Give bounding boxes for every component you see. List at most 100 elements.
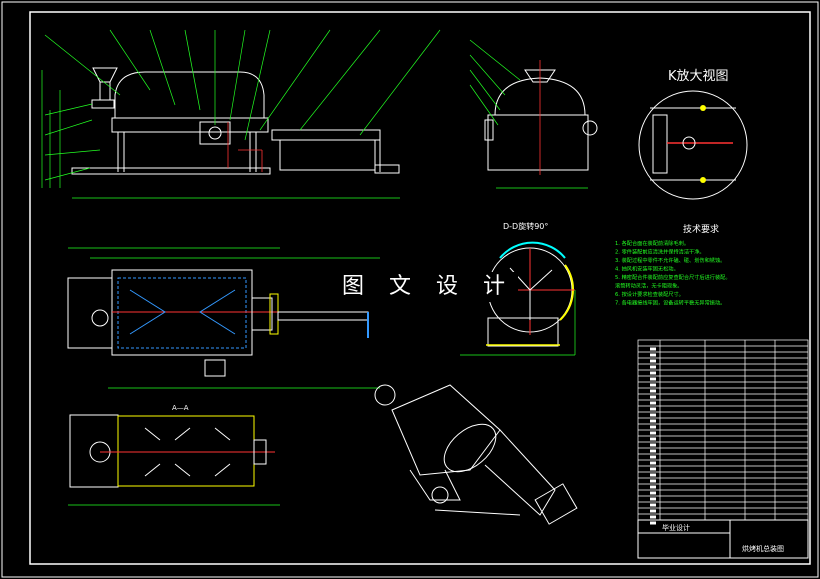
title-block-drawing-name: 烘烤机总装图	[742, 544, 784, 553]
detail-marker-top	[700, 105, 706, 111]
paddle-2	[529, 269, 553, 291]
detail-view-k: K放大视图	[638, 69, 748, 200]
parts-list-mark	[650, 431, 656, 435]
hopper-neck	[99, 81, 111, 101]
iso-motor	[409, 469, 461, 501]
parts-list-mark	[650, 503, 656, 507]
plan-paddle-left	[129, 289, 166, 335]
iso-hopper	[374, 384, 396, 406]
feed-hopper	[92, 67, 118, 83]
motor	[199, 121, 231, 145]
motor-pulley	[208, 126, 222, 140]
detail-marker-bottom	[700, 177, 706, 183]
parts-list-mark	[650, 467, 656, 471]
side-view	[484, 60, 598, 189]
title-block-frame	[637, 519, 809, 559]
parts-list-mark	[650, 401, 656, 405]
watermark: 图 文 设 计	[338, 272, 518, 302]
parts-list-mark	[650, 377, 656, 381]
drum-body	[114, 71, 265, 119]
parts-list-mark	[650, 455, 656, 459]
tech-requirement-line: 3. 装配过程中零件不允许磕、碰、划伤和锈蚀。	[615, 256, 725, 264]
parts-list-mark	[650, 497, 656, 501]
tech-requirement-line: 2. 零件装配前应清洗并保持清洁干净。	[615, 248, 705, 256]
detail-view-title: K放大视图	[668, 69, 729, 84]
side-body	[487, 114, 589, 171]
plan-flange	[269, 293, 279, 335]
plan-feed-box	[67, 277, 113, 349]
plan-conveyor	[277, 311, 369, 321]
conveyor-frame	[279, 139, 376, 171]
iso-base	[434, 509, 521, 516]
isometric-view	[374, 384, 578, 525]
drum-frame	[111, 117, 269, 133]
section-dd: D-D旋转90°	[460, 221, 576, 356]
parts-list-mark	[650, 365, 656, 369]
title-block: 毕业设计 烘烤机总装图	[637, 519, 809, 559]
side-handle	[484, 119, 494, 141]
paddle-1	[509, 267, 531, 291]
conveyor-foot	[374, 164, 400, 174]
parts-list-mark	[650, 491, 656, 495]
parts-list-mark	[650, 359, 656, 363]
technical-requirements: 技术要求 1. 各配合面在装配前清除毛刺。2. 零件装配前应清洗并保持清洁干净。…	[615, 223, 731, 307]
title-block-school: 毕业设计	[662, 523, 690, 532]
tech-requirement-line: 6. 按设计要求检查装配尺寸。	[615, 290, 684, 298]
parts-list-mark	[650, 461, 656, 465]
parts-list-mark	[650, 347, 656, 351]
parts-list-mark	[650, 395, 656, 399]
front-view-leaders	[44, 29, 441, 181]
front-view-red-centerlines	[227, 122, 263, 172]
plan-pulley	[91, 309, 109, 327]
parts-list-mark	[650, 353, 656, 357]
parts-list-mark	[650, 509, 656, 513]
parts-list-mark	[650, 479, 656, 483]
parts-list-mark	[650, 437, 656, 441]
tech-requirement-line: 4. 抽风机安装牢固无松动。	[615, 265, 679, 273]
feed-pipe	[91, 99, 115, 109]
parts-list-mark	[650, 407, 656, 411]
tech-requirement-line: 滚筒转动灵活，无卡阻现象。	[615, 282, 682, 290]
parts-list-mark	[650, 443, 656, 447]
parts-list-mark	[650, 383, 656, 387]
section-arc-right	[559, 264, 574, 321]
parts-list	[637, 339, 809, 559]
side-view-leaders	[469, 39, 521, 126]
parts-list-mark	[650, 473, 656, 477]
plan-view	[67, 247, 380, 389]
parts-list-mark	[650, 485, 656, 489]
plan-drum-inner	[117, 277, 247, 349]
parts-list-mark	[650, 413, 656, 417]
aa-drum	[117, 415, 255, 487]
front-view	[41, 67, 400, 199]
side-motor	[582, 120, 598, 136]
aa-paddles-top	[144, 427, 231, 441]
plan-bearing	[251, 297, 273, 331]
section-aa-title: A—A	[172, 404, 189, 412]
parts-list-mark	[650, 389, 656, 393]
aa-bearing	[253, 439, 267, 465]
iso-outlet	[534, 483, 578, 525]
parts-list-mark	[650, 419, 656, 423]
detail-circle	[638, 90, 748, 200]
section-aa: A—A	[68, 404, 280, 506]
iso-conveyor	[484, 429, 556, 516]
section-base	[487, 317, 559, 347]
tech-requirement-line: 7. 各电器接线牢固，设备运转平稳无异常振动。	[615, 299, 725, 307]
plan-motor	[204, 359, 226, 377]
iso-drum-body	[391, 384, 501, 476]
tech-req-title: 技术要求	[683, 223, 719, 235]
parts-list-mark	[650, 521, 656, 525]
aa-paddles-bottom	[144, 463, 231, 477]
section-arc-top	[499, 241, 566, 259]
tech-requirement-line: 5. 精密配合件装配前应复查配合尺寸后进行装配。	[615, 273, 731, 281]
parts-list-mark	[650, 371, 656, 375]
iso-motor-pulley	[431, 486, 449, 504]
detail-bearing	[682, 136, 696, 150]
aa-end-box	[69, 414, 119, 488]
base-frame	[71, 167, 271, 175]
plan-paddle-right	[199, 289, 236, 335]
sheet-inner-border	[29, 11, 811, 565]
